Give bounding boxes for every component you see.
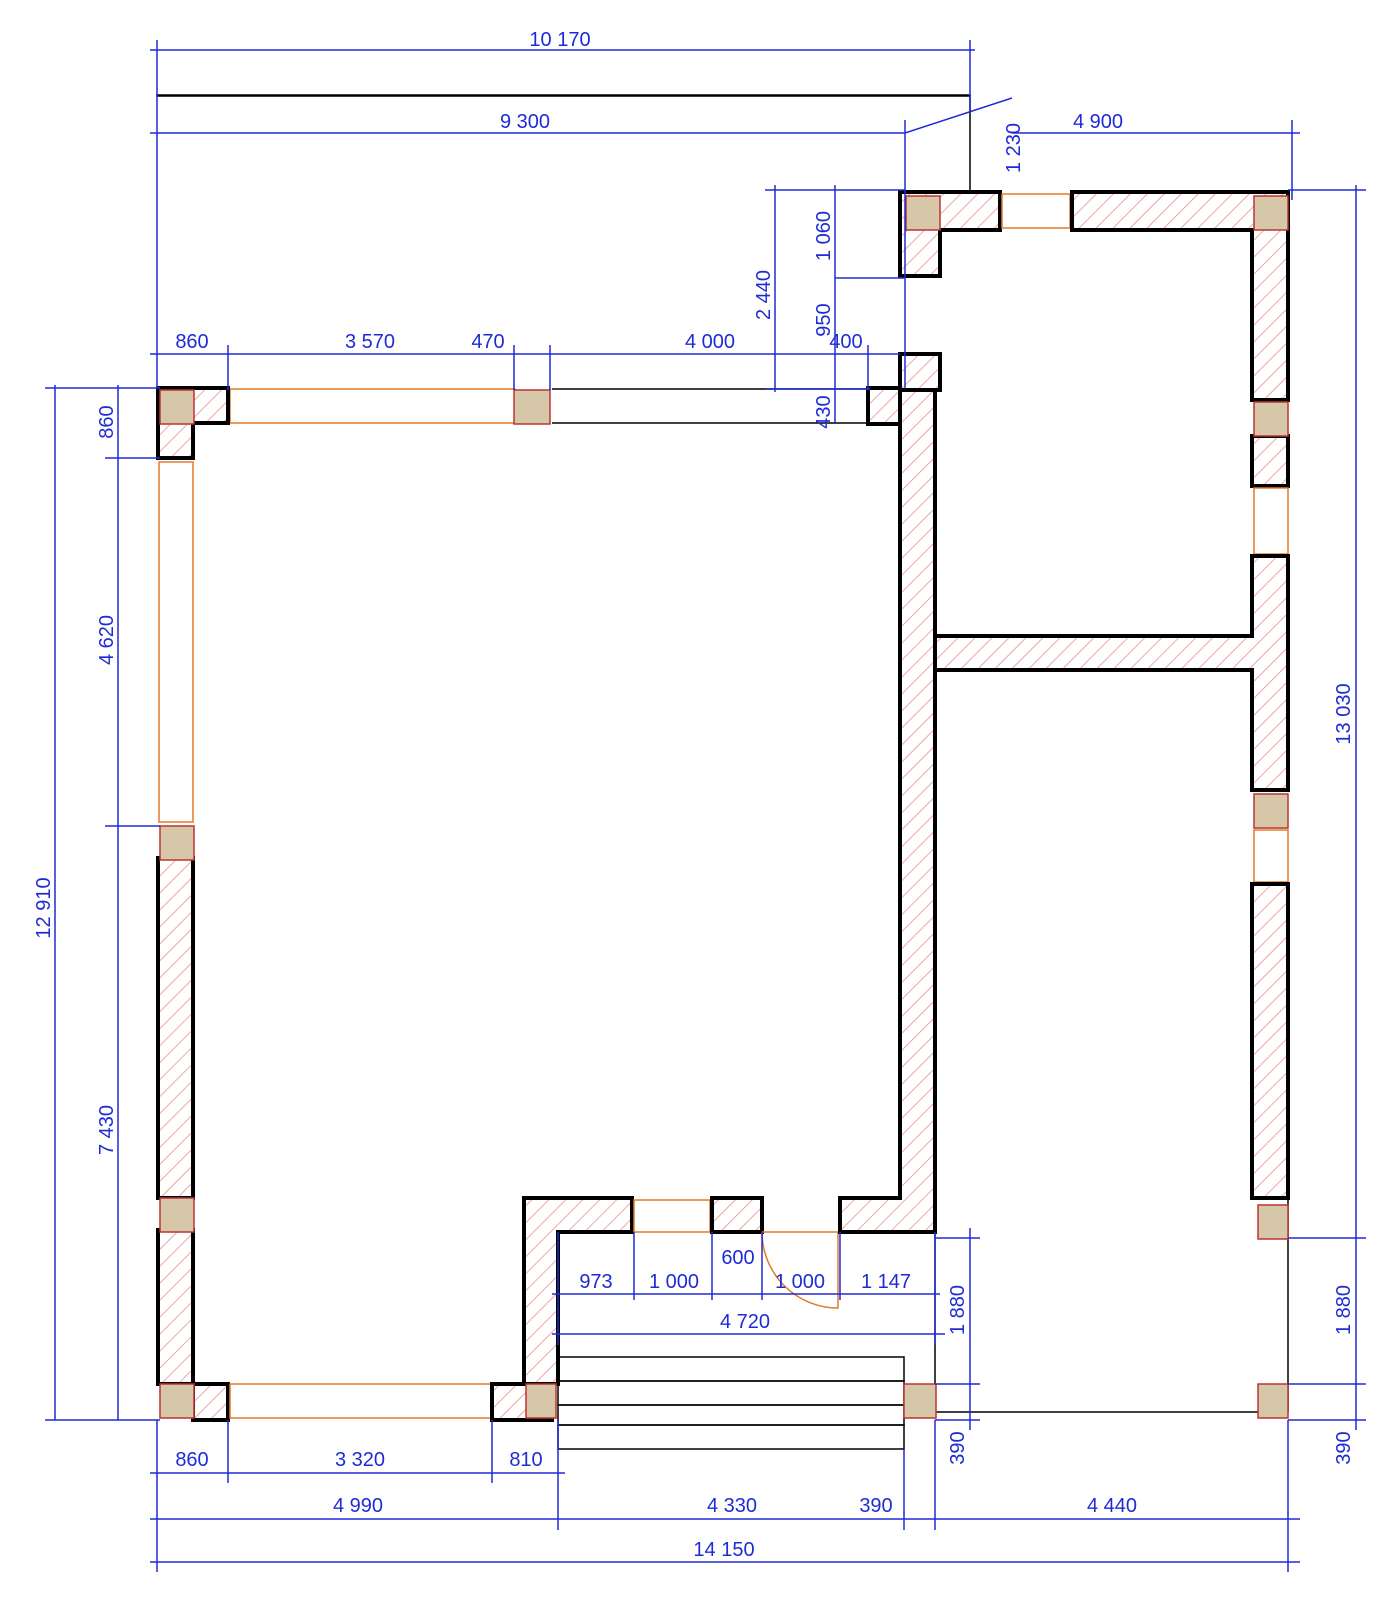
dim-row-860: 860 [175,331,208,353]
columns [159,195,1289,1419]
dim-row-3570: 3 570 [345,331,395,353]
door-swing [761,1231,839,1309]
dim-vert-1060: 1 060 [813,211,835,261]
dimension-labels: 10 170 9 300 1 230 4 900 860 3 570 470 4… [33,29,1355,1561]
dim-bottom-4330: 4 330 [707,1495,757,1517]
dim-vert-950: 950 [813,303,835,336]
dim-porch-973: 973 [579,1271,612,1293]
window-bottom-left [229,1383,493,1419]
dim-bottom-4990: 4 990 [333,1495,383,1517]
dim-bottom-390: 390 [859,1495,892,1517]
window-top-left [229,388,516,424]
wall-left-lower [156,1228,195,1386]
dim-left-4620: 4 620 [96,615,118,665]
wall-right-lower [1250,882,1290,1200]
dim-right-390: 390 [1333,1431,1355,1464]
dim-mid-1880: 1 880 [947,1285,969,1335]
wall-partition [933,554,1290,792]
dim-bottom-810: 810 [509,1449,542,1471]
window-left [158,461,194,823]
dim-row-470: 470 [471,331,504,353]
dim-vert-430: 430 [813,395,835,428]
window-top-right [1001,193,1071,229]
dim-top-left: 9 300 [500,111,550,133]
dim-porch-1000b: 1 000 [775,1271,825,1293]
wall-porch-mid [710,1196,764,1234]
dim-left-overall: 12 910 [33,877,55,938]
dim-row-4000: 4 000 [685,331,735,353]
dim-row-400: 400 [829,331,862,353]
wall-stub-middle [866,386,902,426]
dim-top-right-offset: 1 230 [1003,123,1025,173]
wall-porch-left [522,1196,634,1386]
dim-bottom-4440: 4 440 [1087,1495,1137,1517]
dim-mid-390: 390 [947,1431,969,1464]
wall-left-middle [156,856,195,1200]
porch-steps [557,1356,905,1450]
dim-top-overall: 10 170 [529,29,590,51]
dim-right-1880: 1 880 [1333,1285,1355,1335]
dim-porch-600: 600 [721,1247,754,1269]
dim-left-7430: 7 430 [96,1105,118,1155]
dimension-lines [45,40,1366,1572]
wall-right-upper [1250,434,1290,488]
wall-porch-right [838,386,937,1234]
dim-bottom-3320: 3 320 [335,1449,385,1471]
dim-right-overall: 13 030 [1333,683,1355,744]
wall-stub-upper [898,352,942,392]
top-outline [156,94,971,97]
dim-bottom-860: 860 [175,1449,208,1471]
window-porch [633,1199,711,1233]
dim-vert-2440: 2 440 [753,270,775,320]
building-structure [156,94,1290,1450]
dim-top-right: 4 900 [1073,111,1123,133]
window-right-upper [1253,487,1289,555]
dim-porch-4720: 4 720 [720,1311,770,1333]
dim-left-860: 860 [96,405,118,438]
dim-bottom-overall: 14 150 [693,1539,754,1561]
window-right-lower [1253,829,1289,883]
dim-porch-1000a: 1 000 [649,1271,699,1293]
dim-porch-1147: 1 147 [861,1271,911,1293]
